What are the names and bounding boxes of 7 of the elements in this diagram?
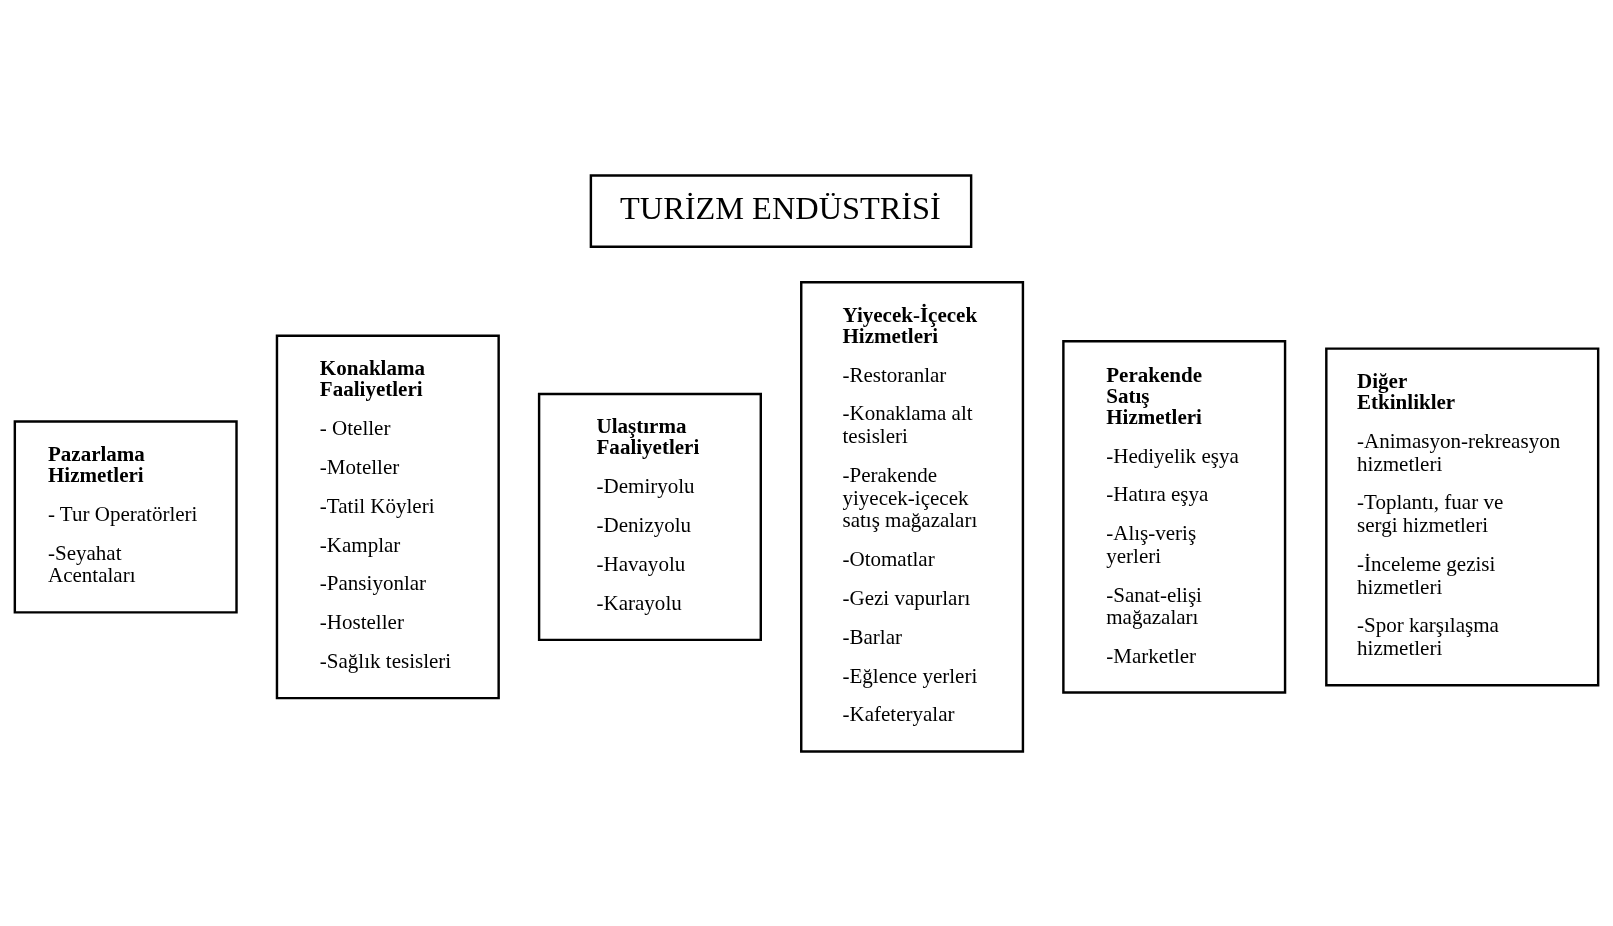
node-box: Diğer Etkinlikler -Animasyon-rekreasyon hizmetleri -Toplantı, fuar ve sergi hizmetleri -İnceleme gezisi hizmetleri -Spor karşılaşma hizmetleri — [1325, 346, 1600, 686]
node-box: Konaklama Faaliyetleri - Oteller -Moteller -Tatil Köyleri -Kamplar -Pansiyonlar -Hosteller -Sağlık tesisleri — [275, 333, 500, 699]
node-box: Pazarlama Hizmetleri - Tur Operatörleri -Seyahat Acentaları — [13, 419, 238, 614]
node-box: TURİZM ENDÜSTRİSİ — [589, 173, 973, 248]
node-box: Yiyecek-İçecek Hizmetleri -Restoranlar -Konaklama alt tesisleri -Perakende yiyecek-içecek satış mağazaları -Otomatlar -Gezi vapurları -Barlar -Eğlence yerleri -Kafeteryalar — [800, 280, 1025, 753]
node-box: Ulaştırma Faaliyetleri -Demiryolu -Denizyolu -Havayolu -Karayolu — [537, 392, 762, 641]
node-box: Perakende Satış Hizmetleri -Hediyelik eşya -Hatıra eşya -Alış-veriş yerleri -Sanat-elişi mağazaları -Marketler — [1062, 339, 1287, 694]
